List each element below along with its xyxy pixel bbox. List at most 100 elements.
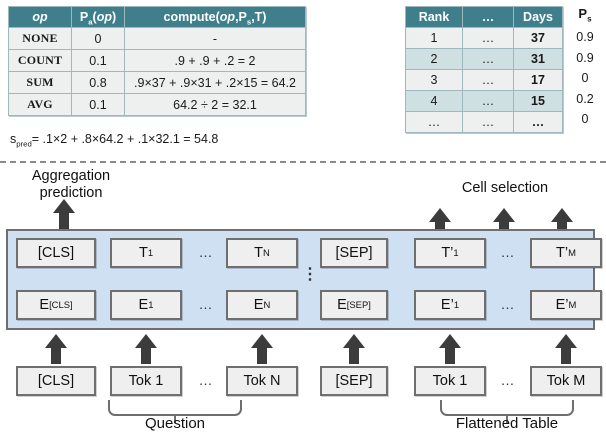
flattened-table-bracket (440, 400, 574, 423)
column-header-compute: compute(op,Ps,T) (125, 7, 305, 27)
node-label: E (337, 297, 347, 313)
input-arrow-5 (555, 334, 577, 366)
encoder-block: ⋮ (6, 229, 595, 330)
cell-days: 37 (514, 28, 562, 48)
node-label: T’ (441, 245, 454, 261)
input-token-0: [CLS] (16, 366, 96, 396)
node-label: E (138, 297, 149, 313)
node-label: T (254, 245, 264, 261)
cell-selection-label: Cell selection (461, 180, 549, 196)
input-arrow-2 (251, 334, 273, 366)
cell-days: 17 (514, 70, 562, 90)
ps-value: 0.9 (576, 30, 594, 44)
encoder-ellipsis: … (500, 244, 516, 260)
embedding-node-4: E’1 (414, 290, 486, 320)
table-row: 2…31 (406, 49, 562, 69)
aggregation-prediction-line2: prediction (39, 185, 103, 202)
input-token-label: [SEP] (335, 373, 373, 389)
input-token-5: Tok M (530, 366, 602, 396)
table-row: 4…15 (406, 91, 562, 111)
input-token-4: Tok 1 (414, 366, 486, 396)
hidden-state-node-0: [CLS] (16, 238, 96, 268)
input-token-label: [CLS] (37, 373, 75, 389)
aggregation-prediction-label: Aggregation prediction (6, 168, 136, 202)
hidden-state-node-5: T’M (530, 238, 602, 268)
encoder-vertical-dots: ⋮ (302, 266, 318, 283)
encoder-ellipsis: … (500, 296, 516, 312)
cell-op: AVG (9, 94, 71, 115)
cell-ellipsis: … (463, 91, 513, 111)
cell-pa: 0 (72, 28, 124, 49)
hidden-state-node-4: T’1 (414, 238, 486, 268)
node-label: [SEP] (335, 245, 373, 261)
input-token-1: Tok 1 (110, 366, 182, 396)
node-label: E (39, 297, 50, 313)
output-arrow-cls (53, 199, 75, 230)
output-arrow-t1-prime (429, 208, 451, 230)
cell-rank: … (406, 112, 462, 132)
cell-rank: 3 (406, 70, 462, 90)
node-label: E’ (555, 297, 569, 313)
cell-ellipsis: … (463, 49, 513, 69)
cell-compute: 64.2 ÷ 2 = 32.1 (125, 94, 305, 115)
input-token-2: Tok N (226, 366, 298, 396)
flattened-table-label: Flattened Table (455, 415, 559, 432)
cell-pa: 0.1 (72, 94, 124, 115)
spred-formula: spred= .1×2 + .8×64.2 + .1×32.1 = 54.8 (10, 132, 219, 148)
cell-days: 31 (514, 49, 562, 69)
input-arrow-0 (45, 334, 67, 366)
cell-rank: 1 (406, 28, 462, 48)
cell-pa: 0.1 (72, 50, 124, 71)
cell-compute: .9×37 + .9×31 + .2×15 = 64.2 (125, 72, 305, 93)
spred-expression: = .1×2 + .8×64.2 + .1×32.1 = 54.8 (31, 132, 219, 146)
cell-rank: 2 (406, 49, 462, 69)
cell-pa: 0.8 (72, 72, 124, 93)
node-label: [CLS] (37, 245, 75, 261)
embedding-node-5: E’M (530, 290, 602, 320)
table-header-row: op Pa(op) compute(op,Ps,T) (9, 7, 305, 27)
cell-rank: 4 (406, 91, 462, 111)
input-arrow-1 (135, 334, 157, 366)
column-header-rank: Rank (406, 7, 462, 27)
input-token-label: Tok M (546, 373, 586, 389)
input-arrow-4 (439, 334, 461, 366)
spred-symbol: s (10, 132, 17, 146)
question-bracket (108, 400, 242, 423)
column-header-op: op (9, 7, 71, 27)
cell-ellipsis: … (463, 70, 513, 90)
column-header-days: Days (514, 7, 562, 27)
column-header-ellipsis: … (463, 7, 513, 27)
cell-op: COUNT (9, 50, 71, 71)
table-row: 1…37 (406, 28, 562, 48)
output-arrow-ellipsis (493, 208, 515, 230)
cell-ellipsis: … (463, 28, 513, 48)
column-header-pa: Pa(op) (72, 7, 124, 27)
ps-column-header: Ps (578, 6, 592, 24)
cell-days: 15 (514, 91, 562, 111)
input-ellipsis: … (500, 372, 516, 388)
cell-ellipsis: … (463, 112, 513, 132)
table-row: 3…17 (406, 70, 562, 90)
cell-compute: .9 + .9 + .2 = 2 (125, 50, 305, 71)
ps-value: 0 (581, 71, 589, 85)
section-divider (0, 161, 606, 163)
ps-value: 0.9 (576, 50, 594, 65)
encoder-ellipsis: … (198, 244, 214, 260)
embedding-node-0: E[CLS] (16, 290, 96, 320)
aggregation-prediction-line1: Aggregation (31, 168, 111, 184)
cell-compute: - (125, 28, 305, 49)
cell-days: … (514, 112, 562, 132)
ps-value: 0 (581, 112, 589, 126)
node-label: T (138, 245, 148, 261)
input-arrow-3 (343, 334, 365, 366)
question-label: Question (144, 415, 206, 432)
input-token-label: Tok 1 (128, 373, 164, 389)
